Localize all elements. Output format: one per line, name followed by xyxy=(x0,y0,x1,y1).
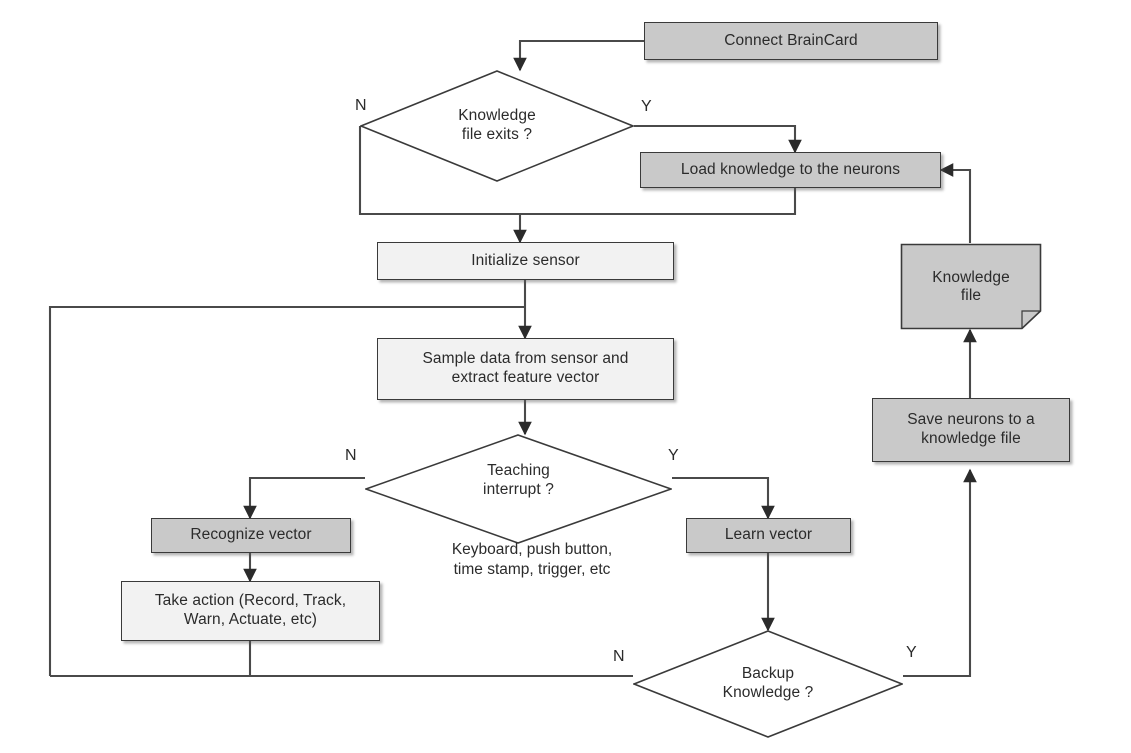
edge-label-backup-yes: Y xyxy=(906,644,917,661)
diamond-shape xyxy=(633,630,903,738)
node-recognize-vector[interactable]: Recognize vector xyxy=(151,518,351,553)
edge-label-knowledge-no: N xyxy=(355,97,367,114)
edge-takeaction-to-loop xyxy=(50,641,252,678)
edge-teaching-yes-to-learn xyxy=(672,476,775,520)
node-label: Knowledge file xyxy=(932,268,1010,304)
edge-teaching-no-to-recognize xyxy=(243,476,365,520)
annotation-teaching-sources: Keyboard, push button, time stamp, trigg… xyxy=(451,541,613,579)
node-teaching-interrupt-decision[interactable]: Teaching interrupt ? xyxy=(365,434,672,544)
node-learn-vector[interactable]: Learn vector xyxy=(686,518,851,553)
edge-label-knowledge-yes: Y xyxy=(641,98,652,115)
node-sample-data[interactable]: Sample data from sensor and extract feat… xyxy=(377,338,674,400)
edge-connect-to-knowledge xyxy=(513,39,644,72)
node-take-action[interactable]: Take action (Record, Track, Warn, Actuat… xyxy=(121,581,380,641)
node-load-knowledge[interactable]: Load knowledge to the neurons xyxy=(640,152,941,188)
edge-label-backup-no: N xyxy=(613,648,625,665)
node-label: Learn vector xyxy=(724,526,813,544)
node-label: Load knowledge to the neurons xyxy=(680,160,901,178)
edge-label-teaching-yes: Y xyxy=(668,447,679,464)
node-knowledge-file-exists-decision[interactable]: Knowledge file exits ? xyxy=(360,70,634,182)
node-label: Initialize sensor xyxy=(471,251,580,269)
node-label: Backup Knowledge ? xyxy=(722,665,814,701)
document-shape xyxy=(900,243,1042,330)
node-label: Teaching interrupt ? xyxy=(483,462,554,498)
edge-load-to-trunk xyxy=(520,188,797,216)
node-connect-braincard[interactable]: Connect BrainCard xyxy=(644,22,938,60)
document-label-wrap: Knowledge file xyxy=(900,243,1042,338)
node-label: Connect BrainCard xyxy=(724,31,858,49)
edge-label-teaching-no: N xyxy=(345,447,357,464)
node-label: Save neurons to a knowledge file xyxy=(907,411,1035,447)
edge-knowledgefile-to-load xyxy=(939,163,972,243)
node-label: Take action (Record, Track, Warn, Actuat… xyxy=(154,592,347,628)
node-label: Knowledge file exits ? xyxy=(458,107,536,143)
node-initialize-sensor[interactable]: Initialize sensor xyxy=(377,242,674,280)
node-label: Sample data from sensor and extract feat… xyxy=(422,350,629,386)
edge-knowledge-yes-to-load xyxy=(634,124,802,154)
node-knowledge-file-document[interactable]: Knowledge file xyxy=(900,243,1042,330)
node-backup-knowledge-decision[interactable]: Backup Knowledge ? xyxy=(633,630,903,738)
node-save-neurons[interactable]: Save neurons to a knowledge file xyxy=(872,398,1070,462)
node-label: Recognize vector xyxy=(190,526,312,544)
